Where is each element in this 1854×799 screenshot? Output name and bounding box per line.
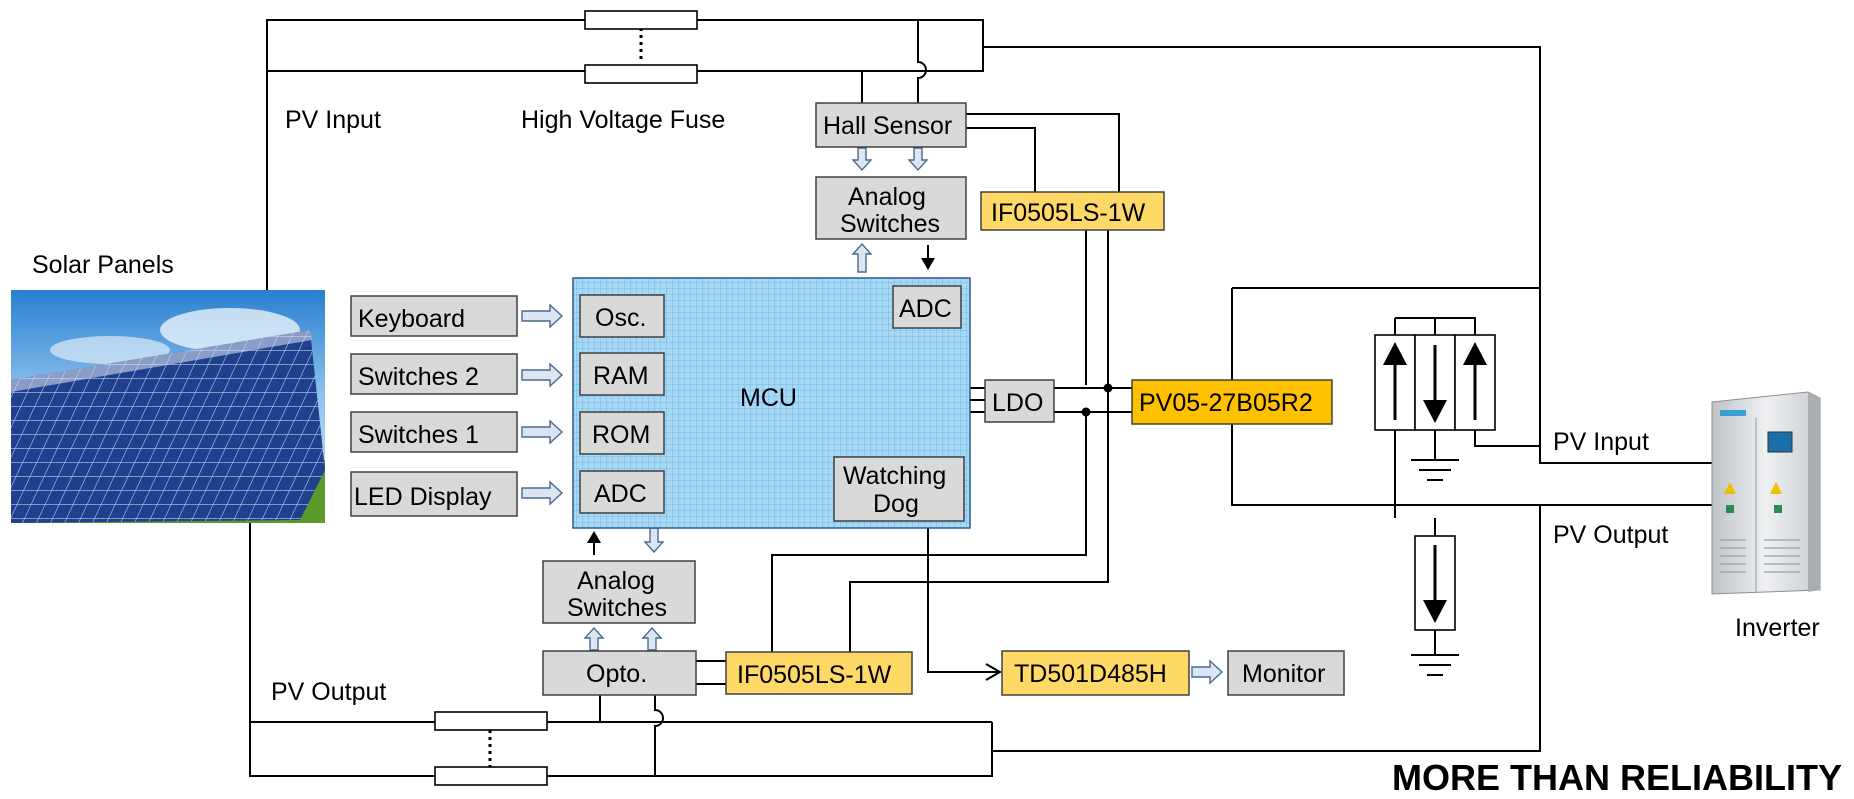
inverter-label: Inverter bbox=[1735, 614, 1820, 642]
fuse-bottom-2 bbox=[434, 766, 548, 786]
watchdog-label-line1: Watching bbox=[843, 462, 946, 490]
monitor-label: Monitor bbox=[1242, 660, 1325, 688]
mcu-block: MCU Osc. RAM ROM ADC ADC Watching Dog bbox=[572, 277, 971, 529]
adc-bottom-label: ADC bbox=[594, 480, 647, 508]
led-display-block: LED Display bbox=[350, 471, 518, 517]
ram-block: RAM bbox=[579, 352, 665, 396]
ldo-label: LDO bbox=[992, 389, 1043, 417]
wiring bbox=[249, 19, 1770, 777]
pv-input-top-label: PV Input bbox=[285, 106, 381, 134]
td501-label: TD501D485H bbox=[1014, 660, 1167, 688]
osc-block: Osc. bbox=[579, 294, 665, 338]
analog-switches-top-block: Analog Switches bbox=[815, 176, 967, 240]
switches2-block: Switches 2 bbox=[350, 353, 518, 395]
adc-bottom-block: ADC bbox=[579, 470, 665, 514]
analog-switches-top-line1: Analog bbox=[848, 183, 926, 211]
fuse-top-1 bbox=[584, 10, 698, 30]
switches1-label: Switches 1 bbox=[358, 421, 479, 449]
hall-sensor-label: Hall Sensor bbox=[823, 112, 952, 140]
signal-arrows bbox=[587, 245, 1003, 681]
rom-label: ROM bbox=[592, 421, 650, 449]
ldo-block: LDO bbox=[984, 379, 1055, 423]
if0505-bottom-label: IF0505LS-1W bbox=[737, 661, 892, 689]
analog-switches-top-line2: Switches bbox=[840, 210, 940, 238]
inverter-image bbox=[1711, 391, 1821, 595]
pv05-label: PV05-27B05R2 bbox=[1139, 389, 1313, 417]
hollow-arrows bbox=[521, 147, 1224, 685]
led-display-label: LED Display bbox=[354, 483, 492, 511]
rom-block: ROM bbox=[579, 411, 665, 455]
adc-top-block: ADC bbox=[892, 285, 962, 329]
adc-top-label: ADC bbox=[899, 295, 952, 323]
solar-panel-image bbox=[11, 290, 325, 523]
tagline: MORE THAN RELIABILITY bbox=[1392, 757, 1842, 798]
switches1-block: Switches 1 bbox=[350, 411, 518, 453]
watchdog-block: Watching Dog bbox=[833, 456, 965, 522]
pv-output-right-label: PV Output bbox=[1553, 521, 1668, 549]
analog-switches-bottom-block: Analog Switches bbox=[542, 560, 696, 624]
mcu-label: MCU bbox=[740, 384, 797, 412]
if0505-bottom-block: IF0505LS-1W bbox=[725, 651, 913, 695]
fuse-bottom-1 bbox=[434, 711, 548, 731]
ground-diode bbox=[1414, 535, 1456, 631]
monitor-block: Monitor bbox=[1227, 650, 1345, 696]
if0505-top-label: IF0505LS-1W bbox=[991, 199, 1146, 227]
osc-label: Osc. bbox=[595, 304, 646, 332]
ram-label: RAM bbox=[593, 362, 649, 390]
opto-block: Opto. bbox=[542, 650, 697, 696]
protection-diode-array bbox=[1374, 334, 1496, 431]
pv-output-bottom-label: PV Output bbox=[271, 678, 386, 706]
fuse-top-2 bbox=[584, 64, 698, 84]
watchdog-label-line2: Dog bbox=[873, 490, 919, 518]
td501-block: TD501D485H bbox=[1001, 650, 1190, 696]
keyboard-block: Keyboard bbox=[350, 295, 518, 337]
pv05-block: PV05-27B05R2 bbox=[1131, 379, 1333, 425]
solar-panels-label: Solar Panels bbox=[32, 251, 174, 279]
opto-label: Opto. bbox=[586, 660, 647, 688]
pv-input-right-label: PV Input bbox=[1553, 428, 1649, 456]
analog-switches-bottom-line1: Analog bbox=[577, 567, 655, 595]
switches2-label: Switches 2 bbox=[358, 363, 479, 391]
if0505-top-block: IF0505LS-1W bbox=[980, 191, 1165, 231]
high-voltage-fuse-label: High Voltage Fuse bbox=[521, 106, 725, 134]
keyboard-label: Keyboard bbox=[358, 305, 465, 333]
analog-switches-bottom-line2: Switches bbox=[567, 594, 667, 622]
hall-sensor-block: Hall Sensor bbox=[815, 102, 967, 148]
